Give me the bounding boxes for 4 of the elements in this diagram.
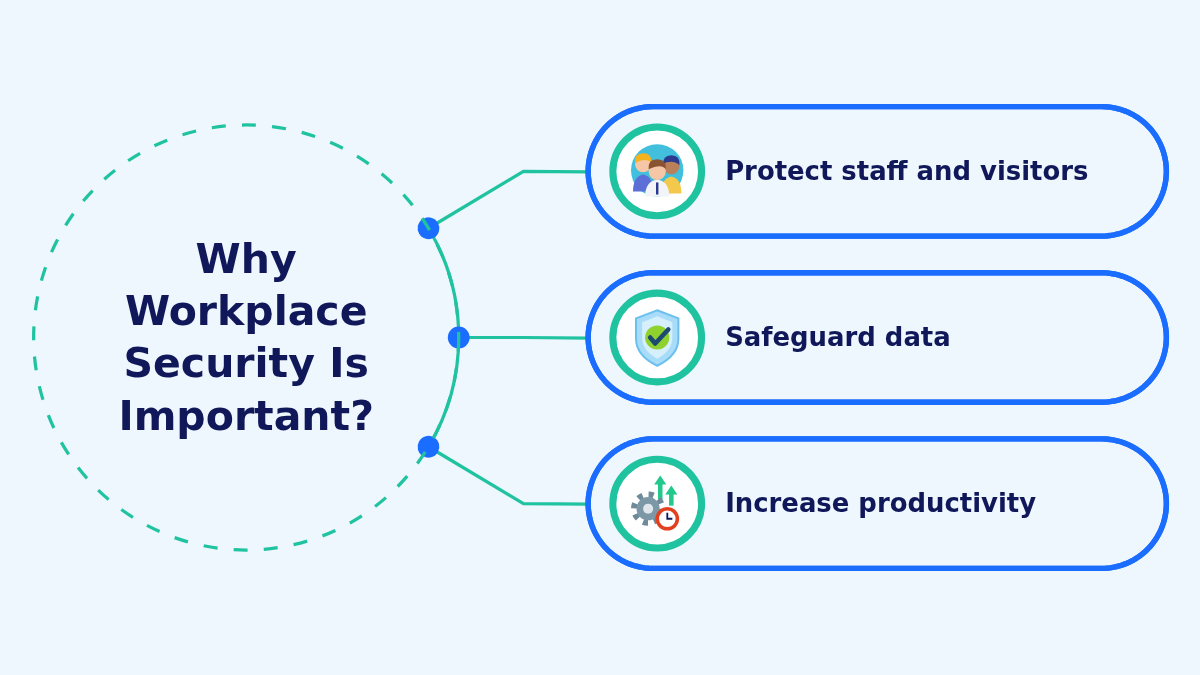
item-label: Increase productivity [725,487,1036,521]
item-label: Safeguard data [725,321,951,355]
item-label: Protect staff and visitors [725,155,1089,189]
heading-text: Why Workplace Security Is Important? [117,233,375,442]
